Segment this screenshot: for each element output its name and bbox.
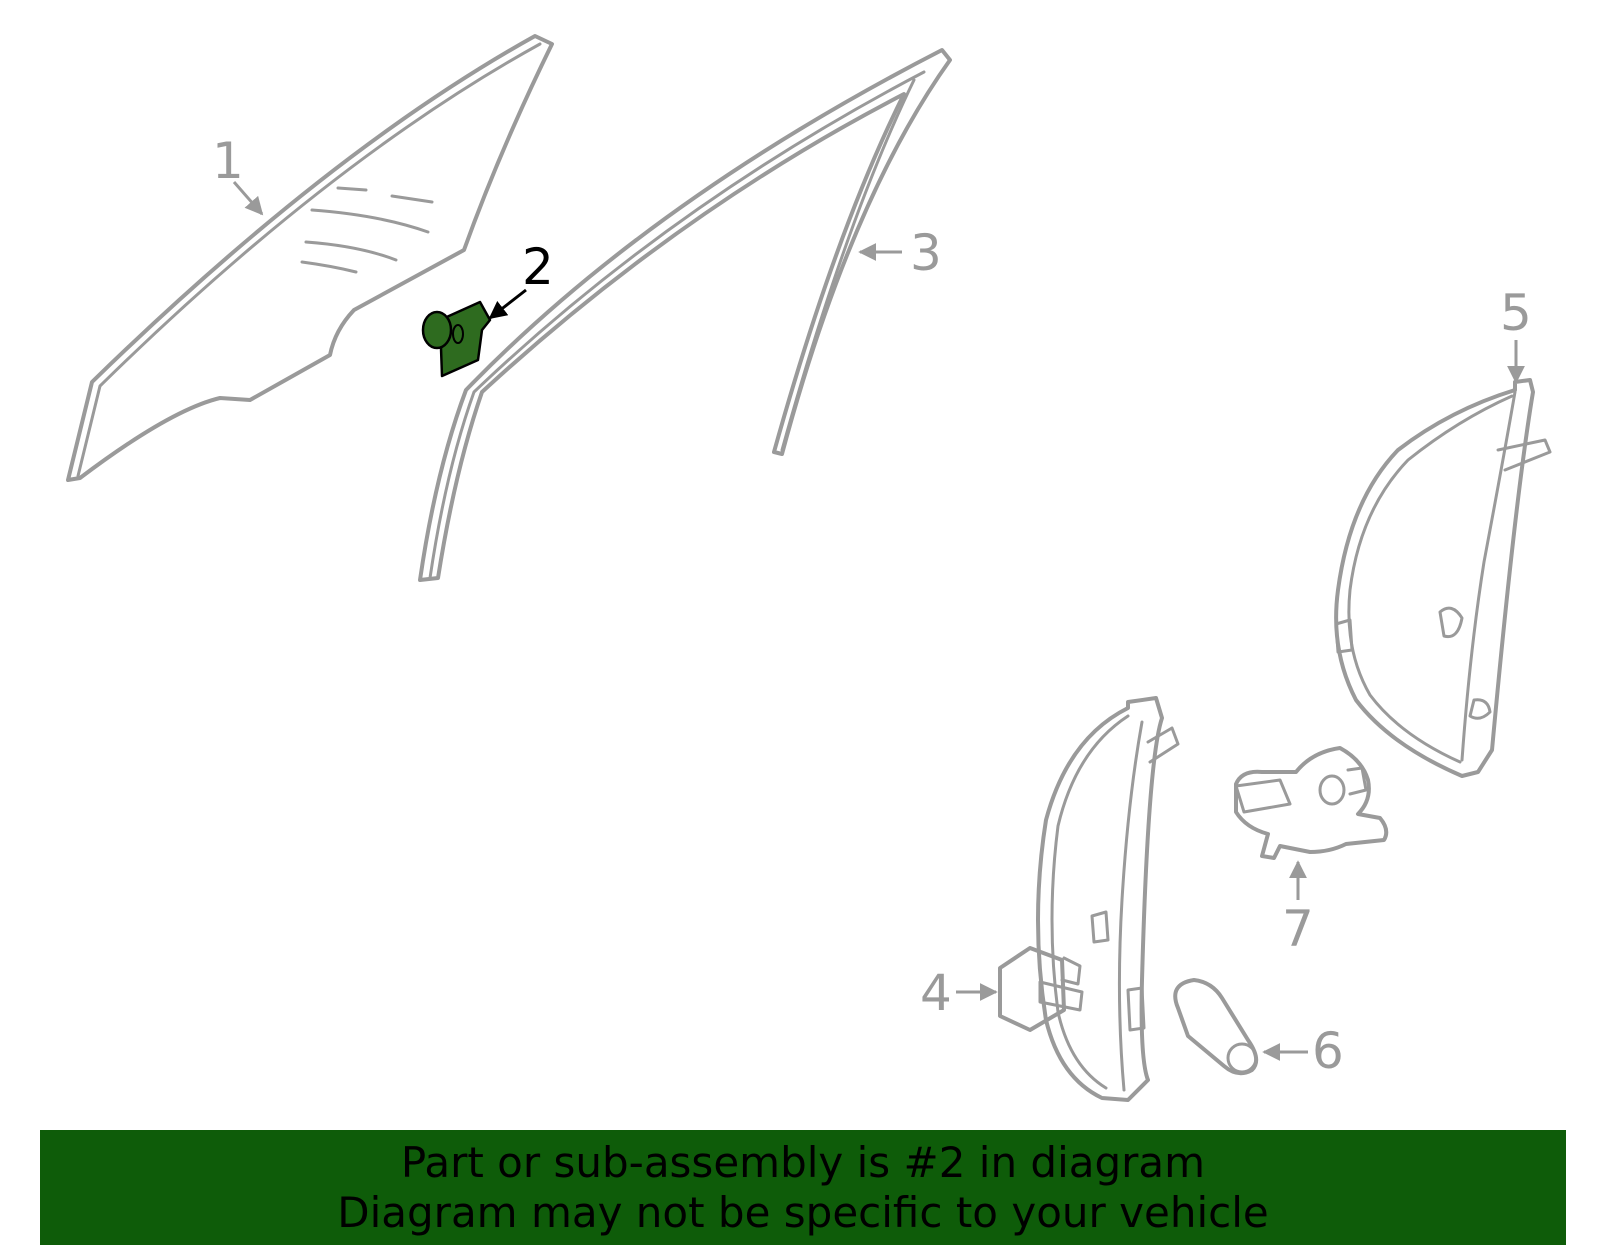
leader-arrow-2 [488, 288, 527, 320]
callout-3: 3 [858, 224, 942, 282]
front-window-regulator-part [998, 696, 1180, 1102]
callout-label-7: 7 [1282, 900, 1314, 958]
callout-2: 2 [488, 238, 554, 320]
callout-7: 7 [1282, 860, 1314, 958]
banner-line-1: Part or sub-assembly is #2 in diagram [400, 1137, 1206, 1187]
callout-6: 6 [1262, 1022, 1344, 1080]
callout-4: 4 [920, 964, 998, 1022]
glass-stopper-part [421, 300, 492, 378]
stopper-hole [452, 324, 464, 344]
stopper-bracket [438, 300, 492, 378]
window-motor-part [1234, 746, 1389, 860]
callout-label-2: 2 [522, 238, 554, 296]
rear-window-regulator-part [1334, 378, 1552, 778]
callout-label-5: 5 [1500, 284, 1532, 342]
info-banner: Part or sub-assembly is #2 in diagram Di… [40, 1130, 1566, 1245]
banner-line-2: Diagram may not be specific to your vehi… [337, 1187, 1269, 1237]
callout-label-3: 3 [910, 224, 942, 282]
callout-1: 1 [212, 132, 264, 216]
door-glass-part [66, 34, 554, 482]
callout-5: 5 [1500, 284, 1532, 384]
handle-knob-part [1173, 978, 1259, 1076]
callout-label-4: 4 [920, 964, 952, 1022]
leader-arrow-1 [232, 181, 264, 216]
stopper-head [421, 310, 453, 350]
glass-run-channel-part [418, 48, 952, 582]
callout-label-1: 1 [212, 132, 244, 190]
callout-label-6: 6 [1312, 1022, 1344, 1080]
